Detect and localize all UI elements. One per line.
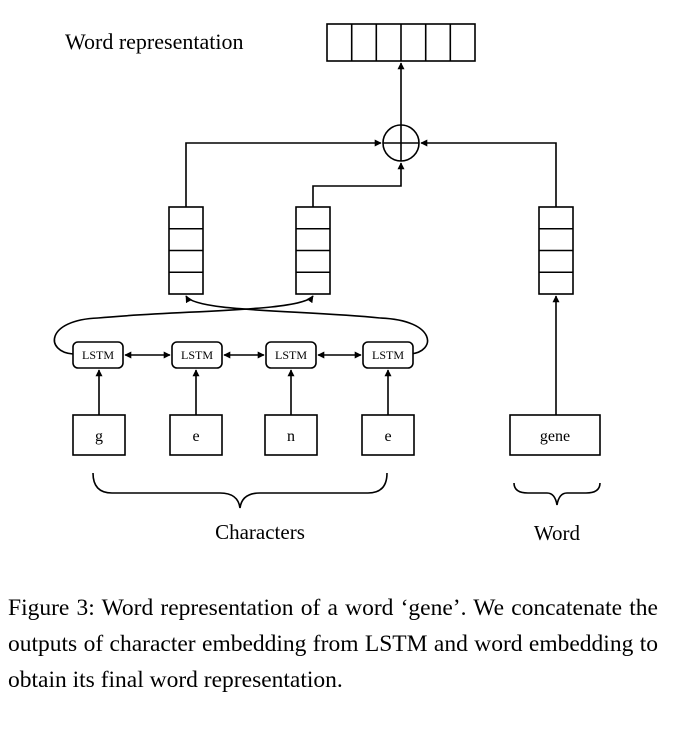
arrow-first-lstm-to-backward — [97, 295, 314, 319]
forward-lstm-vector — [168, 206, 204, 295]
svg-text:gene: gene — [540, 428, 570, 445]
characters-brace — [92, 472, 388, 509]
svg-text:e: e — [192, 428, 199, 445]
arrow-forward-to-concat — [185, 139, 382, 207]
architecture-diagram: Word representation — [53, 23, 601, 545]
character-box: g — [72, 414, 126, 456]
svg-text:n: n — [287, 428, 295, 445]
word-box: gene — [509, 414, 601, 456]
figure-caption: Figure 3: Word representation of a word … — [8, 595, 658, 693]
svg-text:LSTM: LSTM — [82, 348, 114, 362]
arrow-word-to-concat — [420, 139, 557, 207]
arrow-backward-to-concat — [312, 162, 405, 207]
character-box: e — [361, 414, 415, 456]
output-label: Word representation — [65, 29, 243, 54]
word-embedding-vector — [538, 206, 574, 295]
forward-state-loop — [379, 317, 429, 355]
character-box: e — [169, 414, 223, 456]
lstm-cell: LSTM — [171, 341, 223, 369]
backward-lstm-vector — [295, 206, 331, 295]
svg-text:LSTM: LSTM — [372, 348, 404, 362]
concat-operator — [382, 124, 420, 162]
lstm-cell: LSTM — [362, 341, 414, 369]
lstm-cell: LSTM — [72, 341, 124, 369]
arrow-last-lstm-to-forward — [185, 295, 381, 319]
output-vector — [326, 23, 476, 62]
backward-state-loop — [53, 317, 99, 355]
characters-label: Characters — [215, 520, 305, 544]
svg-text:LSTM: LSTM — [181, 348, 213, 362]
character-box: n — [264, 414, 318, 456]
svg-text:g: g — [95, 428, 103, 445]
word-label: Word — [534, 521, 581, 545]
svg-text:LSTM: LSTM — [275, 348, 307, 362]
lstm-cell: LSTM — [265, 341, 317, 369]
word-brace — [513, 482, 601, 506]
svg-text:e: e — [384, 428, 391, 445]
